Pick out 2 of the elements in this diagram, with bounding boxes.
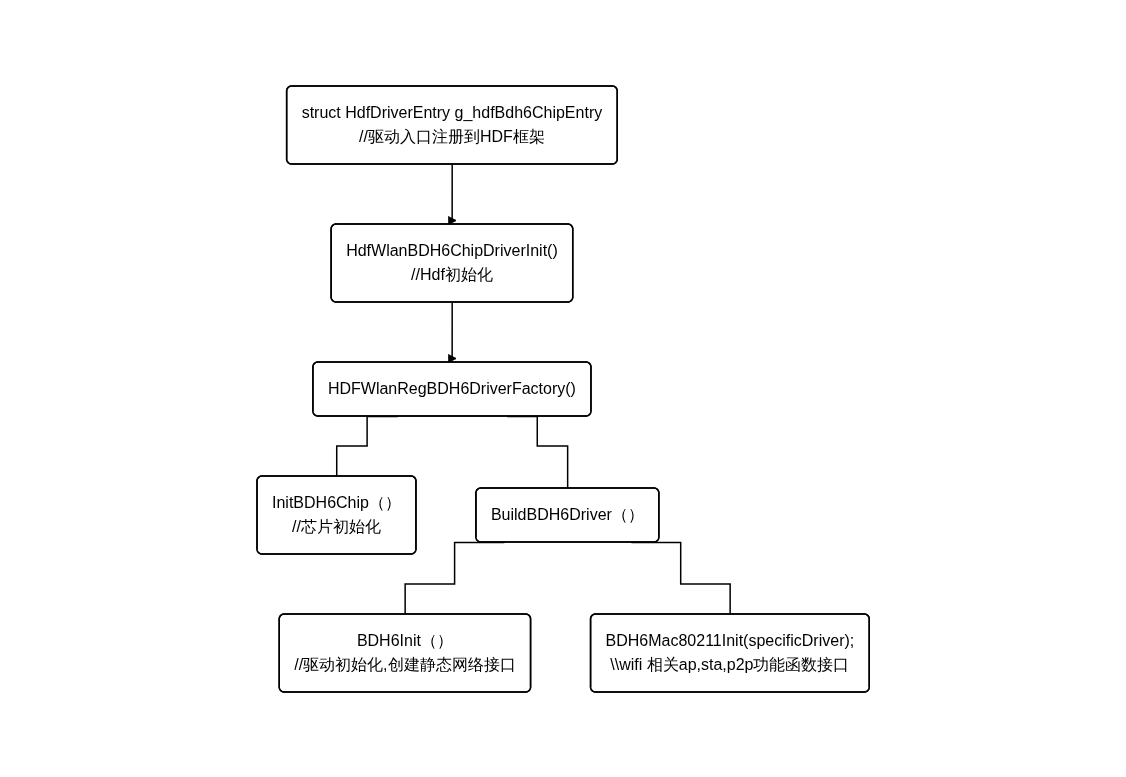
arrow xyxy=(447,163,457,225)
arrow xyxy=(447,301,457,363)
